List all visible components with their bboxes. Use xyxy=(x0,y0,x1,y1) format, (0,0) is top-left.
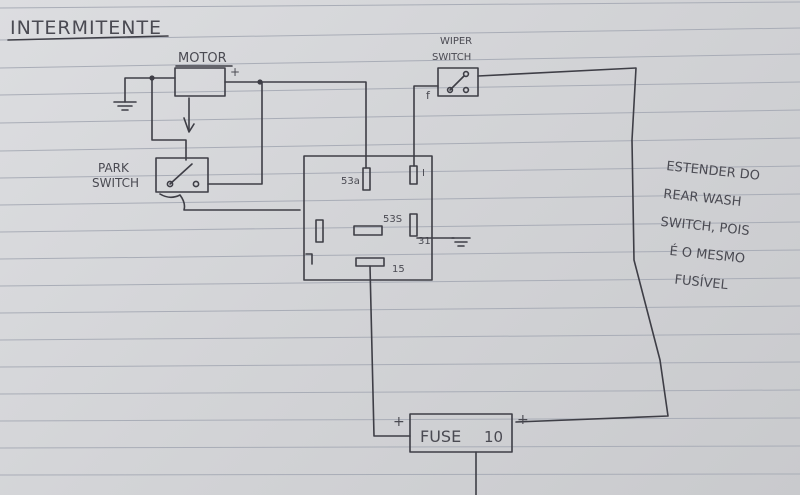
fuse-plus-left: + xyxy=(393,414,405,430)
note-line-5: FUSÍVEL xyxy=(674,272,730,294)
relay-pin-i xyxy=(409,165,418,185)
relay: 53a I 53S 31 15 xyxy=(303,155,471,281)
relay-pin-53s xyxy=(353,225,383,236)
relay-pin-53a xyxy=(362,167,371,191)
diagram-title: INTERMITENTE xyxy=(10,17,162,39)
note-line-1: ESTENDER DO xyxy=(666,159,761,184)
relay-label-i: I xyxy=(422,168,425,179)
relay-pin-15 xyxy=(355,257,385,267)
motor-left-wiring xyxy=(113,75,195,161)
arrow-mark xyxy=(183,117,195,133)
note-line-4: É O MESMO xyxy=(669,243,746,267)
relay-label-15: 15 xyxy=(392,264,405,275)
supply-wiring xyxy=(369,67,669,495)
fuse: FUSE 10 + + xyxy=(393,412,529,453)
motor-label: MOTOR xyxy=(178,51,227,66)
motor-plus-label: + xyxy=(230,65,240,79)
wiper-switch-body xyxy=(437,67,479,97)
wiper-switch-label-f: f xyxy=(426,89,431,102)
title-underline xyxy=(7,35,169,41)
relay-label-53a: 53a xyxy=(341,176,360,187)
fuse-body xyxy=(409,413,513,453)
side-note: ESTENDER DO REAR WASH SWITCH, POIS É O M… xyxy=(660,159,761,294)
relay-pin-left xyxy=(315,219,324,243)
note-line-2: REAR WASH xyxy=(663,187,743,210)
park-switch: PARK SWITCH xyxy=(92,157,301,211)
relay-body xyxy=(303,155,433,281)
motor-right-wiring xyxy=(207,79,367,185)
motor: MOTOR + xyxy=(174,51,240,97)
wiper-switch-label-bottom: SWITCH xyxy=(432,52,471,63)
fuse-plus-right: + xyxy=(517,412,529,428)
relay-label-53s: 53S xyxy=(383,214,402,225)
fuse-value: 10 xyxy=(484,428,503,446)
park-switch-body xyxy=(155,157,209,193)
relay-label-31: 31 xyxy=(418,236,431,247)
wiper-switch: WIPER SWITCH f xyxy=(413,36,479,167)
park-switch-label-top: PARK xyxy=(98,161,130,175)
relay-pin-31 xyxy=(409,213,418,237)
note-line-3: SWITCH, POIS xyxy=(660,215,750,239)
ruled-lines xyxy=(0,1,800,476)
wiper-switch-label-top: WIPER xyxy=(440,36,472,47)
park-switch-label-bottom: SWITCH xyxy=(92,176,139,190)
fuse-label: FUSE xyxy=(420,427,461,446)
